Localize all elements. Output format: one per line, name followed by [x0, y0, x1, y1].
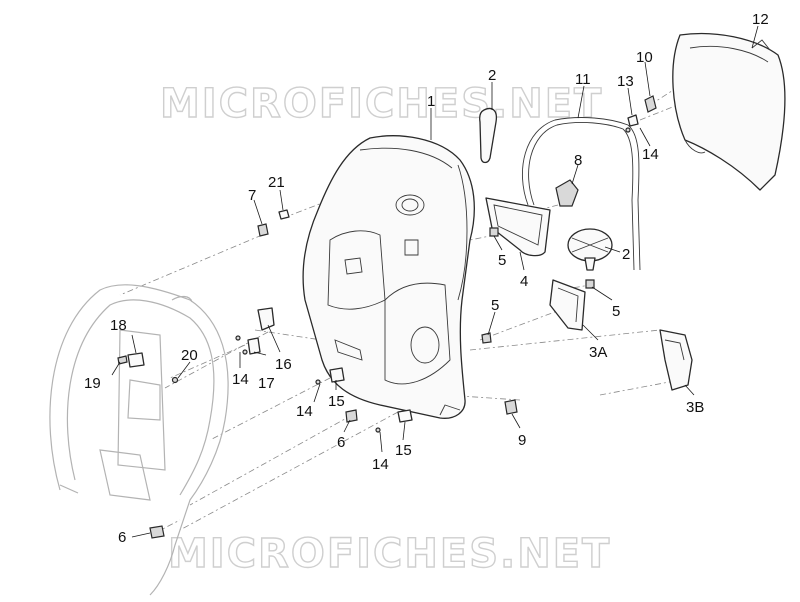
part-1-front-panel: [302, 135, 475, 419]
part-11-seal: [521, 117, 641, 271]
part-7-nut: [257, 223, 269, 237]
part-5-screw-a: [489, 227, 499, 237]
callout-13: 13: [617, 73, 634, 90]
callout-2-bottom: 2: [622, 246, 630, 263]
callout-12: 12: [752, 11, 769, 28]
callout-4: 4: [520, 273, 528, 290]
part-19-screw: [117, 355, 128, 365]
part-9-bolt: [504, 399, 518, 415]
part-10-fastener: [644, 95, 657, 113]
callout-2-top: 2: [488, 67, 496, 84]
callout-3a: 3A: [589, 344, 607, 361]
part-21-washer: [278, 209, 290, 220]
part-6-clip-b: [149, 525, 165, 539]
watermark-top: MICROFICHES.NET: [160, 81, 603, 127]
callout-14-b: 14: [232, 371, 249, 388]
part-4-lid: [485, 197, 551, 257]
callout-5-a: 5: [498, 252, 506, 269]
part-2-strip: [478, 107, 498, 164]
part-3b-bracket: [659, 329, 693, 391]
part-15-clip-b: [397, 409, 413, 423]
callout-19: 19: [84, 375, 101, 392]
watermark-bottom: MICROFICHES.NET: [168, 531, 611, 577]
small-hardware: [117, 95, 657, 539]
callout-14-a: 14: [642, 146, 659, 163]
part-3a-cover: [549, 279, 586, 331]
part-8-clip: [555, 179, 579, 207]
callout-9: 9: [518, 432, 526, 449]
part-17-clip: [247, 337, 261, 355]
callout-21: 21: [268, 174, 285, 191]
part-15-clip-a: [329, 367, 345, 383]
callout-10: 10: [636, 49, 653, 66]
leader-lines: [111, 25, 759, 538]
callout-6-b: 6: [118, 529, 126, 546]
callout-6-a: 6: [337, 434, 345, 451]
callout-15-b: 15: [395, 442, 412, 459]
callout-14-d: 14: [372, 456, 389, 473]
callout-7: 7: [248, 187, 256, 204]
part-6-clip-a: [345, 409, 358, 423]
callout-3b: 3B: [686, 399, 704, 416]
frame-ghost: [49, 284, 229, 596]
callout-labels: 1 2 2 3A 3B 4 5 5 5 6 6 7 8 9 10 11 12 1…: [84, 11, 769, 546]
callout-16: 16: [275, 356, 292, 373]
part-20-pin: [171, 376, 179, 384]
callout-18: 18: [110, 317, 127, 334]
callout-20: 20: [181, 347, 198, 364]
callout-1: 1: [427, 93, 435, 110]
callout-5-b: 5: [491, 297, 499, 314]
callout-15-a: 15: [328, 393, 345, 410]
callout-8: 8: [574, 152, 582, 169]
part-18-clip: [127, 352, 145, 368]
callout-5-c: 5: [612, 303, 620, 320]
callout-17: 17: [258, 375, 275, 392]
callout-14-c: 14: [296, 403, 313, 420]
part-16-clip: [257, 307, 275, 331]
part-5-screw-c: [585, 279, 595, 289]
part-5-screw-b: [481, 332, 492, 344]
callout-11: 11: [575, 71, 591, 88]
part-12-panel: [672, 32, 786, 191]
part-13-fastener: [627, 114, 639, 127]
part-2-cap: [567, 228, 613, 271]
